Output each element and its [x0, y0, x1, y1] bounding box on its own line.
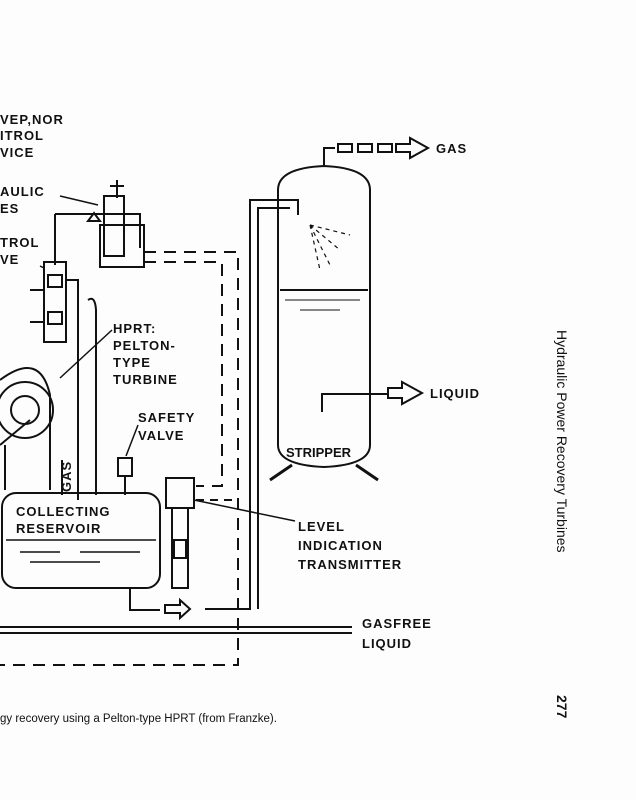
governor-unit: [54, 180, 145, 268]
label-gas-out: GAS: [436, 141, 467, 156]
control-valve: [30, 261, 79, 500]
label-governor-1: VEP,NOR: [0, 112, 64, 127]
label-control-valve-1: TROL: [0, 235, 39, 250]
label-hydraulic-2: ES: [0, 201, 19, 216]
page-number: 277: [554, 695, 570, 719]
label-governor-3: VICE: [0, 145, 34, 160]
label-hprt-3: TYPE: [113, 355, 151, 370]
label-safety-1: SAFETY: [138, 410, 195, 425]
label-stripper: STRIPPER: [286, 445, 352, 460]
running-header: Hydraulic Power Recovery Turbines: [554, 330, 570, 553]
label-safety-2: VALVE: [138, 428, 184, 443]
label-level-3: TRANSMITTER: [298, 557, 402, 572]
figure-caption: gy recovery using a Pelton-type HPRT (fr…: [0, 713, 277, 725]
pelton-turbine: [0, 367, 54, 490]
label-hprt-2: PELTON-: [113, 338, 176, 353]
label-reservoir-2: RESERVOIR: [16, 521, 101, 536]
label-level-2: INDICATION: [298, 538, 383, 553]
label-control-valve-2: VE: [0, 252, 19, 267]
label-hydraulic-1: AULIC: [0, 184, 45, 199]
label-gasfree-2: LIQUID: [362, 636, 412, 651]
label-gas-vertical: GAS: [59, 461, 74, 492]
label-reservoir-1: COLLECTING: [16, 504, 111, 519]
stripper-vessel: [269, 136, 431, 482]
label-level-1: LEVEL: [298, 519, 345, 534]
label-hprt-1: HPRT:: [113, 321, 156, 336]
label-governor-2: ITROL: [0, 128, 44, 143]
label-hprt-4: TURBINE: [113, 372, 178, 387]
level-indication-transmitter: [165, 477, 296, 589]
collecting-reservoir: [1, 492, 161, 589]
label-liquid-out: LIQUID: [430, 386, 480, 401]
label-gasfree-1: GASFREE: [362, 616, 432, 631]
safety-valve: [117, 457, 133, 495]
